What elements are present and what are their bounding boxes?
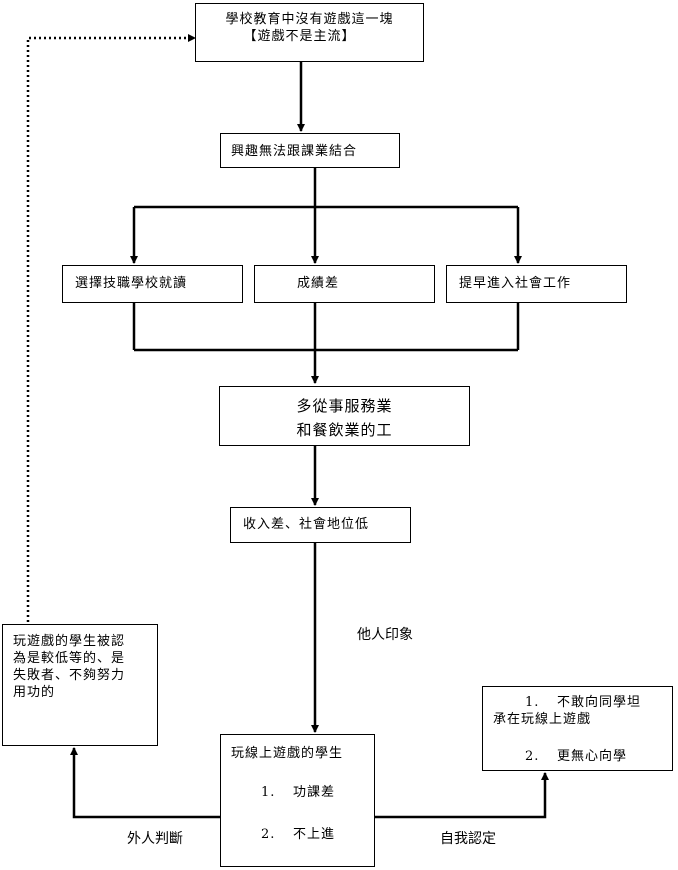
node-self-item-1-text-2: 承在玩線上遊戲 xyxy=(493,712,592,727)
node-perceived-line-1: 玩遊戲的學生被認 xyxy=(13,634,126,649)
feedback-dotted-line xyxy=(26,36,188,622)
node-gamer-item-2-num: 2. xyxy=(261,827,276,842)
node-self-item-2-text: 更無心向學 xyxy=(557,749,628,764)
node-service-industry: 多從事服務業 和餐飲業的工 xyxy=(219,386,470,446)
node-self-item-1-text-1: 不敢向同學坦 xyxy=(557,695,642,710)
node-low-income: 收入差、社會地位低 xyxy=(230,507,411,543)
node-perceived-line-4: 用功的 xyxy=(13,685,56,700)
node-perceived-as-inferior: 玩遊戲的學生被認 為是較低等的、是 失敗者、不夠努力 用功的 xyxy=(2,624,158,746)
label-self-identity: 自我認定 xyxy=(440,831,496,847)
node-early-work: 提早進入社會工作 xyxy=(446,265,627,303)
node-service-line-2: 和餐飲業的工 xyxy=(296,421,393,439)
node-vocational-school: 選擇技職學校就讀 xyxy=(62,265,243,303)
node-interest-text: 興趣無法跟課業結合 xyxy=(231,144,358,159)
arrow-gamer-to-self xyxy=(375,772,549,819)
node-self-item-1-line-1: 1. 不敢向同學坦 xyxy=(493,694,672,711)
node-interest-not-integrated: 興趣無法跟課業結合 xyxy=(220,133,400,168)
node-income-text: 收入差、社會地位低 xyxy=(243,517,370,532)
label-outsider-judgment: 外人判斷 xyxy=(127,831,183,847)
node-perceived-line-3: 失敗者、不夠努力 xyxy=(13,668,126,683)
node-perceived-line-2: 為是較低等的、是 xyxy=(13,651,126,666)
node-self-item-2-line: 2. 更無心向學 xyxy=(493,748,672,765)
node-poor-grades: 成績差 xyxy=(254,265,435,303)
node-gamer-item-1-num: 1. xyxy=(261,785,276,800)
node-school-education-line-2: 【遊戲不是主流】 xyxy=(243,29,356,44)
node-self-identity: 1. 不敢向同學坦 承在玩線上遊戲 2. 更無心向學 xyxy=(482,686,673,771)
node-school-education: 學校教育中沒有遊戲這一塊 【遊戲不是主流】 xyxy=(195,3,424,62)
node-gamer-item-2: 2. 不上進 xyxy=(231,826,374,843)
node-service-line-1: 多從事服務業 xyxy=(296,397,393,415)
node-gamer-item-1: 1. 功課差 xyxy=(231,784,374,801)
node-self-item-2-num: 2. xyxy=(525,749,540,764)
feedback-arrowhead xyxy=(188,34,196,42)
node-vocational-text: 選擇技職學校就讀 xyxy=(75,276,188,291)
arrow-gamer-to-perceived xyxy=(70,747,220,819)
node-grades-text: 成績差 xyxy=(297,276,340,291)
node-self-item-1-num: 1. xyxy=(525,695,540,710)
node-gamer-item-2-text: 不上進 xyxy=(293,827,336,842)
node-gamer-title: 玩線上遊戲的學生 xyxy=(231,746,344,761)
node-online-gamer-student: 玩線上遊戲的學生 1. 功課差 2. 不上進 xyxy=(220,734,375,867)
label-others-impression: 他人印象 xyxy=(357,627,413,643)
node-gamer-item-1-text: 功課差 xyxy=(293,785,336,800)
node-earlywork-text: 提早進入社會工作 xyxy=(459,276,572,291)
node-school-education-line-1: 學校教育中沒有遊戲這一塊 xyxy=(225,12,394,27)
